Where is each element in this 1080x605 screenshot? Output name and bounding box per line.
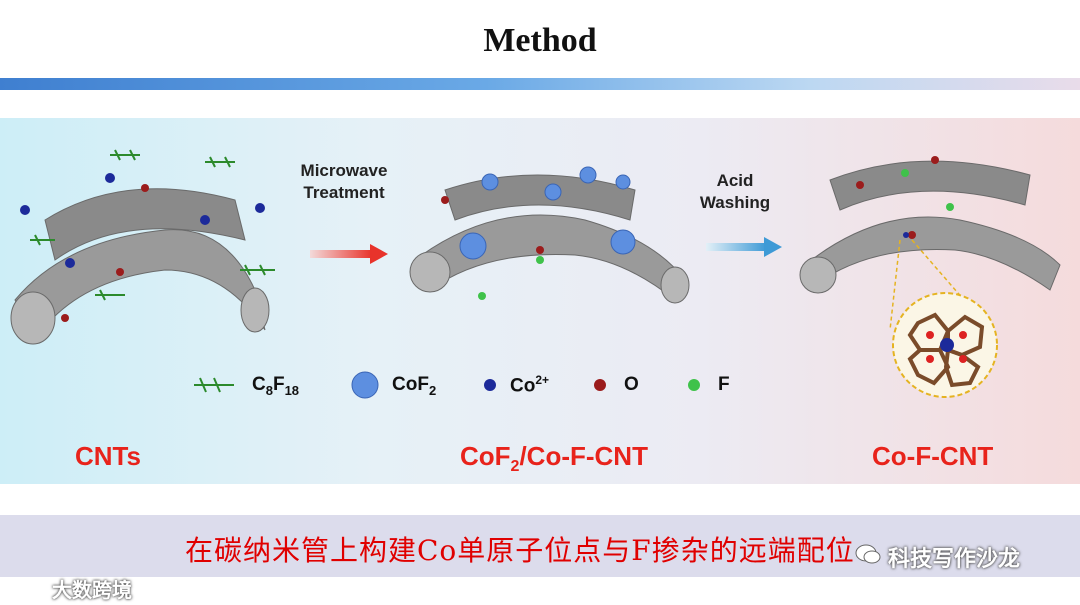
watermark-left: 大数跨境	[52, 580, 132, 602]
c8f18-legend-icon	[194, 377, 234, 393]
oxygen-legend-icon	[594, 379, 606, 391]
co-f-cnt-illustration	[799, 156, 1061, 398]
co-ion-legend-icon	[484, 379, 496, 391]
caption-banner: 在碳纳米管上构建Co单原子位点与F掺杂的远端配位	[0, 515, 1080, 577]
caption-text: 在碳纳米管上构建Co单原子位点与F掺杂的远端配位	[185, 534, 855, 567]
arrow-right-icon	[706, 237, 782, 257]
watermark-right: 科技写作沙龙	[888, 546, 1021, 571]
legend-c8f18: C8F18	[252, 374, 300, 398]
fluorine-legend-icon	[688, 379, 700, 391]
legend-oxygen: O	[624, 374, 639, 395]
title-gradient-bar	[0, 78, 1080, 90]
label-cof2-co-f-cnt: CoF2/Co-F-CNT	[460, 441, 648, 476]
legend-fluorine: F	[718, 374, 730, 395]
arrow-right-icon	[310, 244, 388, 264]
label-co-f-cnt: Co-F-CNT	[872, 441, 994, 471]
cof2-legend-icon	[351, 371, 379, 399]
cnt-illustration	[10, 149, 275, 345]
wechat-icon	[855, 544, 881, 564]
legend-cof2: CoF2	[392, 374, 437, 398]
legend-co-ion: Co2+	[510, 373, 550, 397]
label-cnts: CNTs	[75, 441, 141, 471]
cof2-cnt-illustration	[409, 166, 690, 304]
slide-title: Method	[483, 22, 597, 59]
